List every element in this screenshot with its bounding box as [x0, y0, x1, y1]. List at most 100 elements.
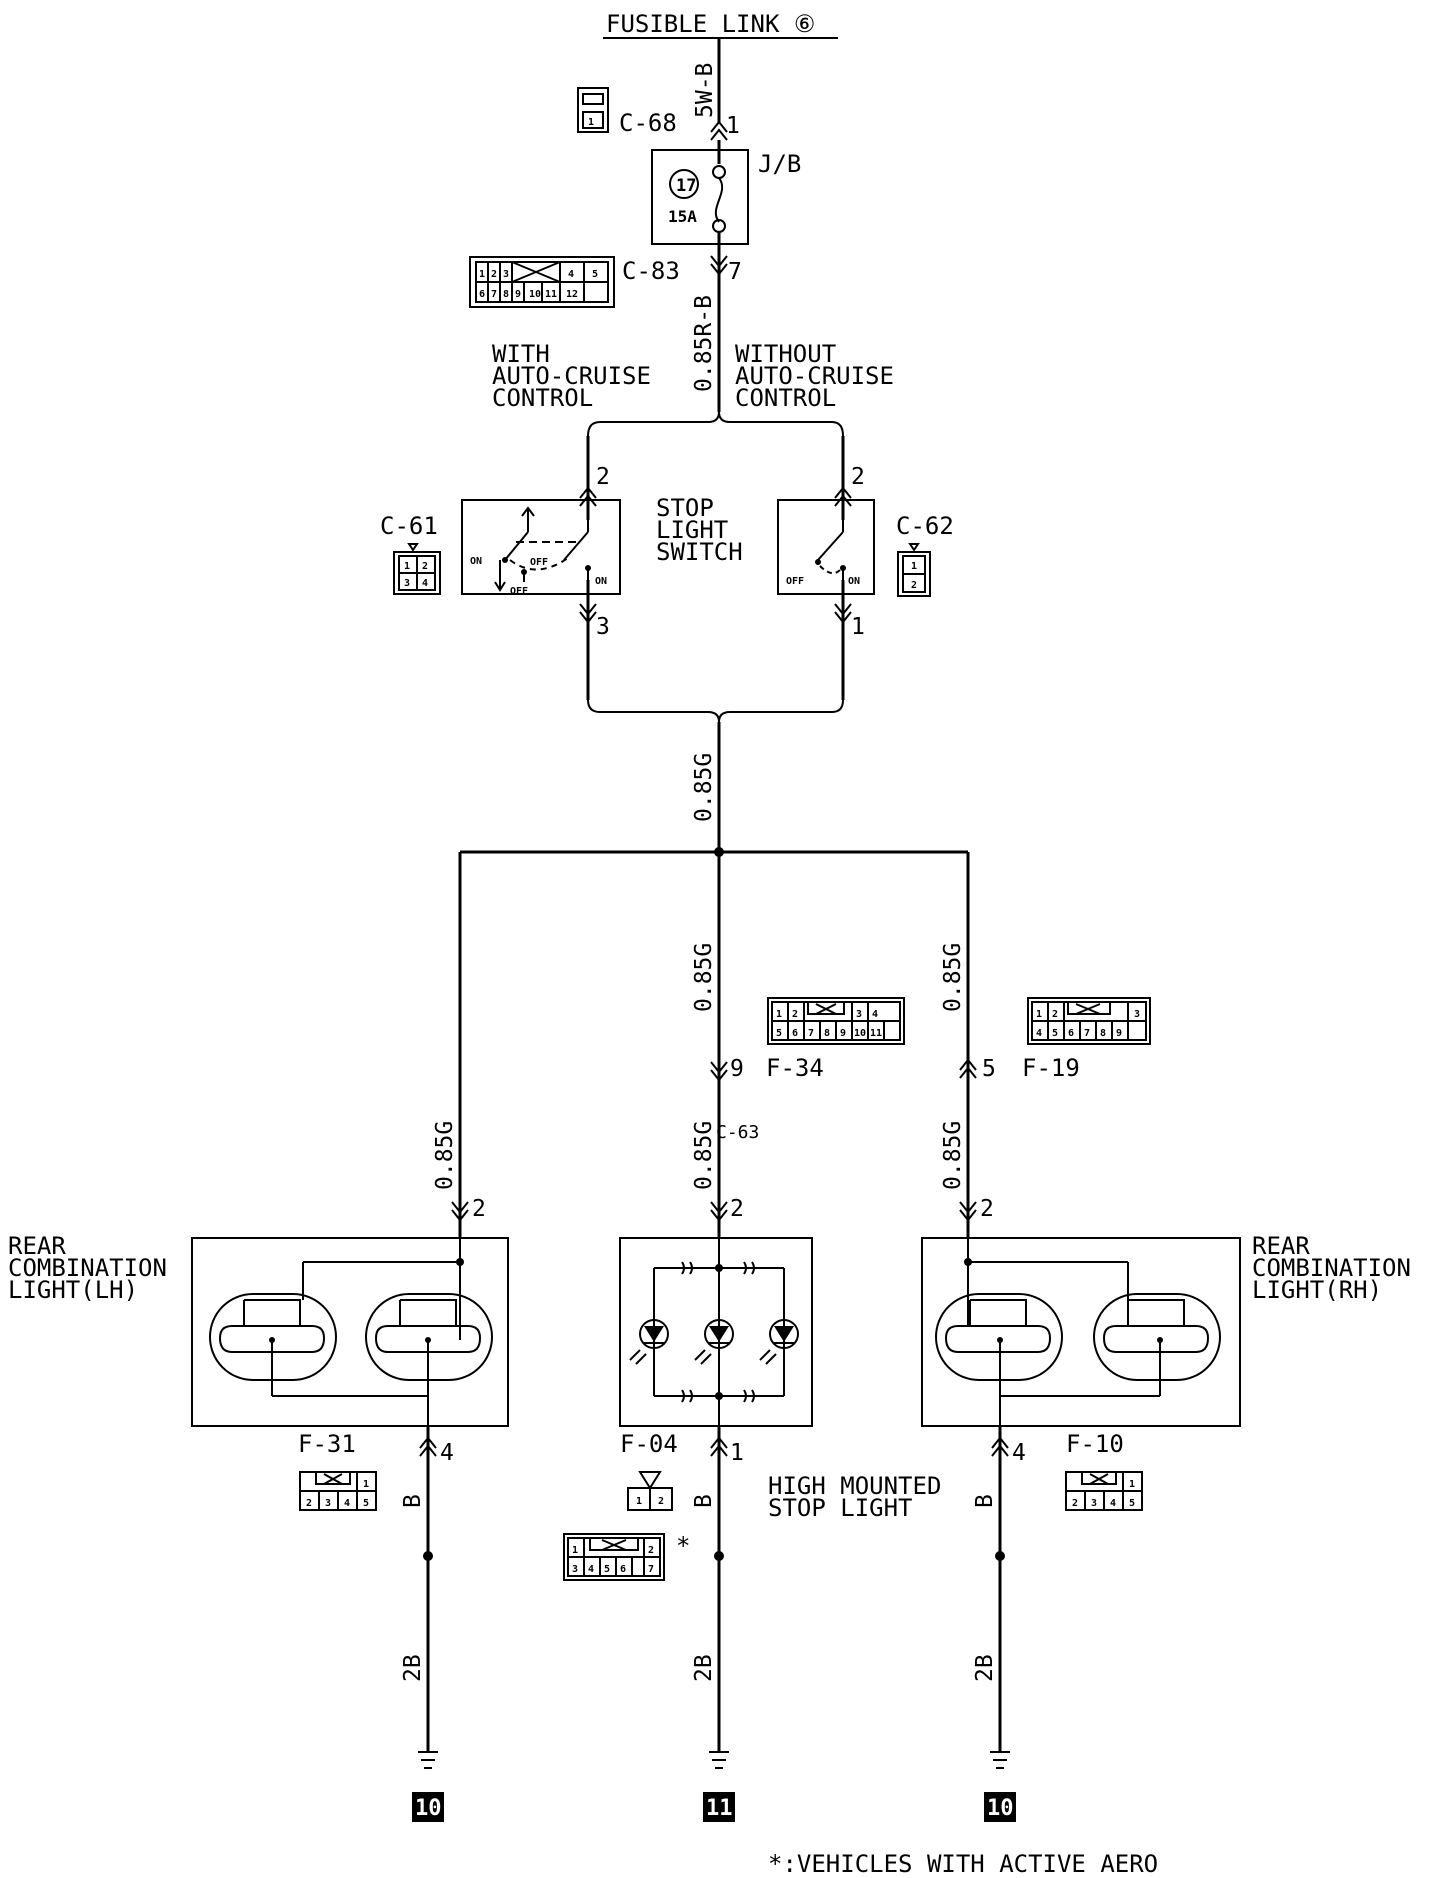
c62-label: C-62 [896, 512, 954, 540]
rear-combination-light-rh-label: REAR COMBINATION LIGHT(RH) [1252, 1232, 1411, 1304]
mid-ground-lower-label: 2B [691, 1654, 717, 1682]
svg-text:REAR: REAR [8, 1232, 66, 1260]
c61-pin-bottom: 3 [596, 614, 610, 640]
svg-text:CONTROL: CONTROL [492, 384, 593, 412]
svg-text:AUTO-CRUISE: AUTO-CRUISE [735, 362, 894, 390]
c68-connector-icon: 1 [577, 87, 609, 133]
svg-text:5: 5 [592, 269, 598, 280]
c62-pin-bottom: 1 [851, 614, 865, 640]
splice-point [714, 847, 724, 857]
c83-connector-icon: 1 2 3 4 5 6 7 8 9 10 11 12 [469, 256, 615, 308]
mid-lower-wire-label: 0.85G [691, 1121, 717, 1190]
pin-arrow [579, 603, 852, 624]
svg-text:3: 3 [572, 1564, 578, 1575]
svg-text:5: 5 [776, 1028, 782, 1039]
switch-on-label: ON [470, 556, 482, 567]
svg-text:11: 11 [706, 1796, 733, 1821]
pin-arrow [579, 486, 852, 507]
svg-text:1: 1 [363, 1479, 369, 1490]
ground-icon [709, 1751, 729, 1769]
svg-text:10: 10 [987, 1796, 1014, 1821]
option-brace-top [587, 411, 844, 437]
left-branch-wire-label: 0.85G [432, 1121, 458, 1190]
svg-text:3: 3 [1091, 1498, 1097, 1509]
svg-text:11: 11 [870, 1028, 882, 1039]
f10-pin: 4 [1012, 1440, 1026, 1466]
c61-pin-top: 2 [596, 464, 610, 490]
svg-text:1: 1 [776, 1009, 782, 1020]
f31-connector-icon: 1 2 3 4 5 [299, 1471, 377, 1511]
feed-wire-label: 5W-B [692, 63, 718, 118]
f10-connector-icon: 1 2 3 4 5 [1065, 1471, 1143, 1511]
svg-text:3: 3 [404, 578, 410, 589]
svg-text:7: 7 [808, 1028, 814, 1039]
svg-text:4: 4 [344, 1498, 350, 1509]
f31-label: F-31 [298, 1430, 356, 1458]
fuse-rating: 15A [668, 207, 697, 226]
svg-text:STOP LIGHT: STOP LIGHT [768, 1494, 913, 1522]
switch-off-label: OFF [530, 557, 548, 568]
f34-pin: 9 [730, 1056, 744, 1082]
svg-text:LIGHT(LH): LIGHT(LH) [8, 1276, 138, 1304]
svg-text:3: 3 [325, 1498, 331, 1509]
svg-text:8: 8 [824, 1028, 830, 1039]
svg-text:4: 4 [588, 1564, 594, 1575]
f04-pin: 1 [730, 1440, 744, 1466]
junction-box: 17 15A [651, 140, 749, 250]
svg-text:1: 1 [588, 117, 594, 128]
svg-text:3: 3 [1134, 1009, 1140, 1020]
f04-label: F-04 [620, 1430, 678, 1458]
svg-text:2: 2 [911, 580, 917, 591]
right-upper-wire-label: 0.85G [940, 943, 966, 1012]
svg-text:WITHOUT: WITHOUT [735, 340, 836, 368]
svg-text:7: 7 [648, 1564, 654, 1575]
svg-text:AUTO-CRUISE: AUTO-CRUISE [492, 362, 651, 390]
svg-text:10: 10 [415, 1796, 442, 1821]
f19-label: F-19 [1022, 1054, 1080, 1082]
c61-label: C-61 [380, 512, 438, 540]
svg-text:8: 8 [503, 289, 509, 300]
right-ground-wire-label: B [972, 1494, 998, 1508]
f19-connector-icon: 1 2 3 4 5 6 7 8 9 [1027, 997, 1151, 1045]
splice-point [995, 1551, 1005, 1561]
svg-text:6: 6 [479, 289, 485, 300]
left-ground-wire-label: B [400, 1494, 426, 1508]
ground-point-right: 10 [984, 1792, 1016, 1822]
f34-label: F-34 [766, 1054, 824, 1082]
switch-off-label: OFF [786, 576, 804, 587]
jb-label: J/B [758, 150, 801, 178]
svg-text:4: 4 [1110, 1498, 1116, 1509]
fusible-link: FUSIBLE LINK ⑥ [603, 10, 838, 39]
svg-text:LIGHT(RH): LIGHT(RH) [1252, 1276, 1382, 1304]
c62-pin-top: 2 [851, 464, 865, 490]
f04-connector-icon: 1 2 [627, 1471, 673, 1511]
fusible-link-label: FUSIBLE LINK ⑥ [606, 10, 815, 38]
active-aero-marker: * [676, 1532, 690, 1560]
stop-light-switch-with-cruise: ON OFF OFF ON [461, 499, 621, 597]
svg-text:4: 4 [872, 1009, 878, 1020]
right-lower-wire-label: 0.85G [940, 1121, 966, 1190]
jb-output-wire-label: 0.85R-B [691, 295, 717, 392]
ground-point-mid: 11 [703, 1792, 735, 1822]
svg-text:1: 1 [572, 1545, 578, 1556]
svg-text:1: 1 [1036, 1009, 1042, 1020]
footnote: *:VEHICLES WITH ACTIVE AERO [768, 1850, 1158, 1878]
svg-text:1: 1 [911, 561, 917, 572]
svg-text:4: 4 [422, 578, 428, 589]
svg-text:3: 3 [856, 1009, 862, 1020]
f31-pin: 4 [440, 1440, 454, 1466]
svg-text:WITH: WITH [492, 340, 550, 368]
svg-text:1: 1 [1129, 1479, 1135, 1490]
jb-pin-in: 1 [726, 113, 740, 139]
svg-text:1: 1 [636, 1496, 642, 1507]
svg-text:12: 12 [566, 289, 578, 300]
ground-point-left: 10 [412, 1792, 444, 1822]
mid-ground-wire-label: B [691, 1494, 717, 1508]
svg-text:7: 7 [491, 289, 497, 300]
led-icon [629, 1319, 669, 1365]
stop-light-switch-label: STOP LIGHT SWITCH [656, 494, 743, 566]
pin-arrow [710, 1061, 728, 1082]
option-brace-bottom [587, 699, 844, 723]
svg-text:5: 5 [1129, 1498, 1135, 1509]
svg-text:5: 5 [604, 1564, 610, 1575]
